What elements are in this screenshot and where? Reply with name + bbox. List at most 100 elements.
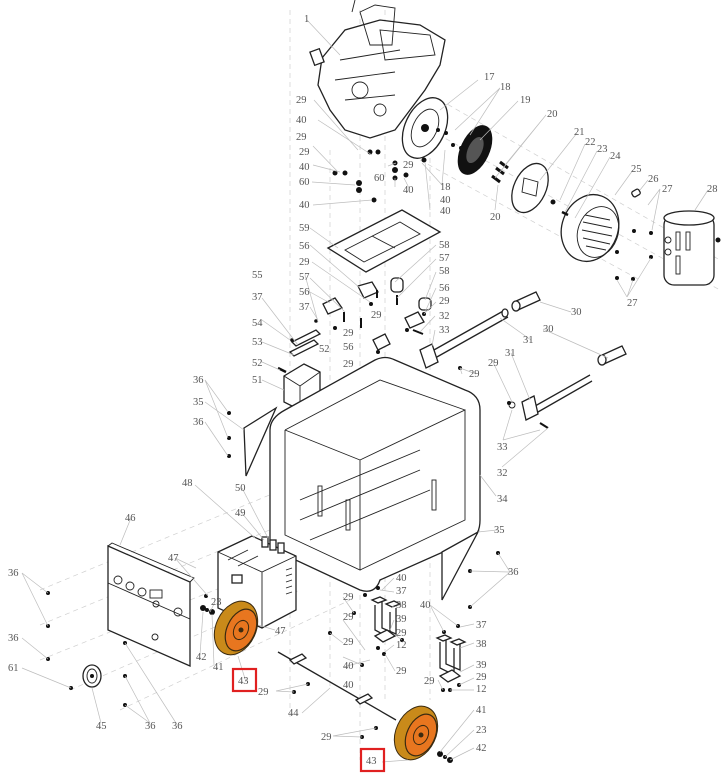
label-38: 38	[396, 600, 407, 611]
bolts-part-20	[491, 160, 509, 184]
label-40: 40	[299, 200, 310, 211]
label-42: 42	[196, 652, 207, 663]
label-29: 29	[488, 358, 499, 369]
label-23: 23	[597, 144, 608, 155]
label-40: 40	[440, 206, 451, 217]
label-20: 20	[547, 109, 558, 120]
label-36: 36	[8, 568, 19, 579]
label-40: 40	[299, 162, 310, 173]
screws-part-27	[615, 229, 653, 281]
label-36: 36	[508, 567, 519, 578]
callout-part-43-left[interactable]: 43	[231, 667, 258, 693]
label-61: 61	[8, 663, 19, 674]
frame-part-34[interactable]	[269, 356, 481, 592]
label-38: 38	[476, 639, 487, 650]
callout-part-43-right[interactable]: 43	[359, 747, 386, 773]
label-35: 35	[494, 525, 505, 536]
label-23: 23	[211, 597, 222, 608]
label-27: 27	[662, 184, 673, 195]
label-60: 60	[299, 177, 310, 188]
label-37: 37	[299, 302, 310, 313]
label-40: 40	[296, 115, 307, 126]
label-35: 35	[193, 397, 204, 408]
side-bracket-part-35-left[interactable]	[227, 406, 278, 477]
label-40: 40	[343, 661, 354, 672]
label-29: 29	[296, 132, 307, 143]
label-29: 29	[439, 296, 450, 307]
label-23: 23	[476, 725, 487, 736]
part-labels: 1 17 18 19 20 21 22 23 24 25 26 27 28 20…	[8, 14, 718, 754]
label-19: 19	[520, 95, 531, 106]
label-33: 33	[439, 325, 450, 336]
control-panel-part-46[interactable]	[107, 542, 195, 667]
label-41: 41	[213, 662, 224, 673]
label-31: 31	[505, 348, 516, 359]
label-1: 1	[304, 14, 309, 25]
label-56: 56	[299, 241, 310, 252]
wheel-part-43-left[interactable]	[206, 594, 266, 662]
label-42: 42	[476, 743, 487, 754]
stator-part-21[interactable]	[505, 158, 556, 219]
handle-part-31-upper[interactable]	[419, 308, 509, 369]
side-bracket-part-35-right[interactable]	[441, 530, 500, 609]
grip-part-30-upper[interactable]	[511, 291, 541, 312]
label-29: 29	[469, 369, 480, 380]
label-43: 43	[238, 676, 249, 687]
label-43: 43	[366, 756, 377, 767]
engine-part-1[interactable]	[309, 0, 446, 139]
flywheel-part-17[interactable]	[393, 91, 456, 166]
label-36: 36	[8, 633, 19, 644]
label-27: 27	[627, 298, 638, 309]
label-59: 59	[299, 223, 310, 234]
end-cover-part-25[interactable]	[550, 186, 628, 269]
label-40: 40	[396, 573, 407, 584]
label-37: 37	[476, 620, 487, 631]
label-31: 31	[523, 335, 534, 346]
terminals-part-49-50	[261, 536, 285, 554]
foot-bracket-left[interactable]	[328, 586, 404, 667]
label-29: 29	[343, 612, 354, 623]
label-40: 40	[343, 680, 354, 691]
handle-bolts-32-33	[412, 329, 549, 429]
label-60: 60	[374, 173, 385, 184]
label-40: 40	[403, 185, 414, 196]
label-32: 32	[439, 311, 450, 322]
label-29: 29	[299, 257, 310, 268]
housing-part-28[interactable]	[663, 210, 721, 286]
handle-part-31-lower[interactable]	[521, 374, 593, 421]
label-22: 22	[585, 137, 596, 148]
wheel-part-43-right[interactable]	[386, 699, 446, 767]
part-26[interactable]	[631, 188, 641, 198]
mount-plate-part-59[interactable]	[326, 209, 442, 273]
foot-bracket-right[interactable]	[435, 624, 467, 692]
label-29: 29	[321, 732, 332, 743]
label-49: 49	[235, 508, 246, 519]
label-29: 29	[476, 672, 487, 683]
label-21: 21	[574, 127, 585, 138]
label-29: 29	[396, 628, 407, 639]
label-12: 12	[476, 684, 487, 695]
label-37: 37	[252, 292, 263, 303]
label-48: 48	[182, 478, 193, 489]
label-41: 41	[476, 705, 487, 716]
grommet-part-45[interactable]	[82, 664, 102, 688]
label-37: 37	[396, 586, 407, 597]
label-29: 29	[403, 160, 414, 171]
label-47: 47	[168, 553, 179, 564]
label-29: 29	[343, 637, 354, 648]
label-12: 12	[396, 640, 407, 651]
label-29: 29	[371, 310, 382, 321]
label-39: 39	[396, 614, 407, 625]
label-29: 29	[343, 592, 354, 603]
label-47: 47	[275, 626, 286, 637]
axle-part-44[interactable]	[277, 651, 397, 739]
label-36: 36	[172, 721, 183, 732]
grip-part-30-lower[interactable]	[597, 345, 627, 366]
label-30: 30	[571, 307, 582, 318]
label-28: 28	[707, 184, 718, 195]
rotor-part-19[interactable]	[451, 121, 498, 180]
label-58: 58	[439, 240, 450, 251]
label-18: 18	[440, 182, 451, 193]
label-26: 26	[648, 174, 659, 185]
